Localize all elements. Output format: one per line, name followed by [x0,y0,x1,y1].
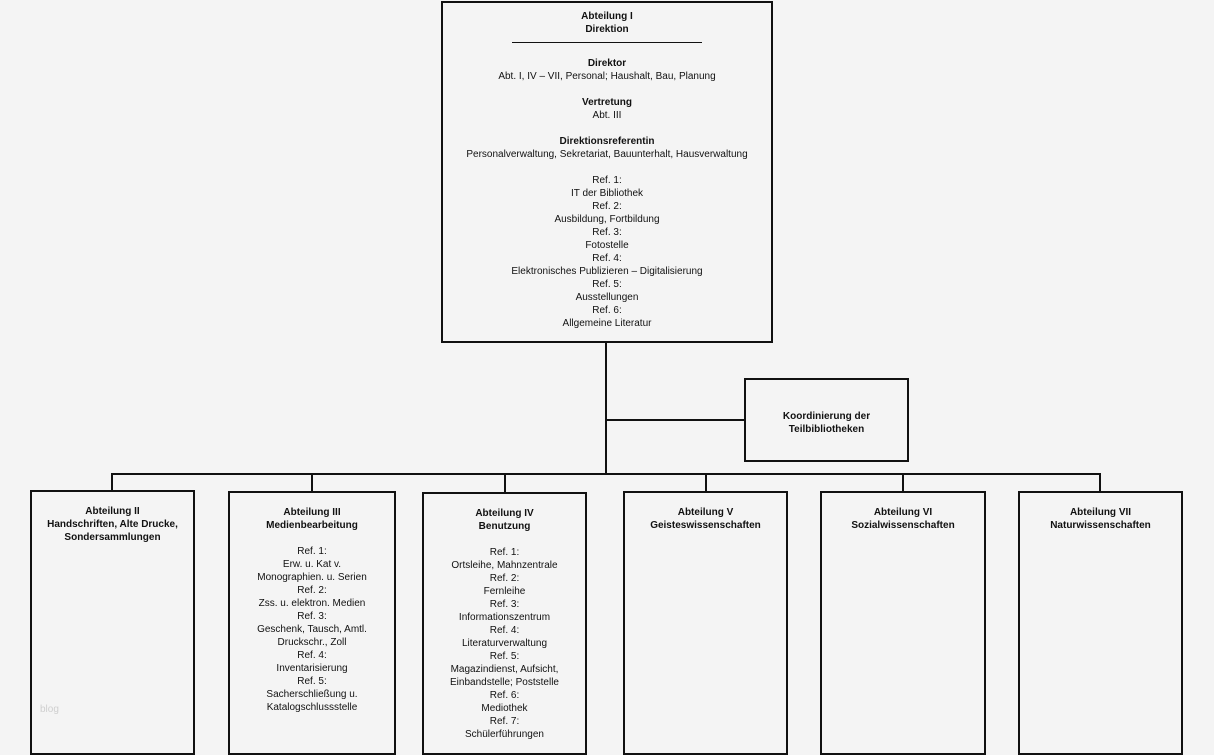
ref-line: Ausstellungen [575,292,639,303]
ref-line: Ref. 5: [592,279,622,290]
ref-line: Ref. 4: [489,625,520,636]
referentin-label: Direktionsreferentin [559,136,655,147]
ref-line: Ref. 3: [297,611,327,622]
abteilung-3-title: Abteilung III [283,507,341,518]
abteilung-2-subtitle: Handschriften, Alte Drucke, [47,519,178,530]
connector-drop-2 [111,473,113,491]
ref-line: Ref. 2: [297,585,327,596]
ref-line: Ref. 1: [297,546,327,557]
koordinierung-box: Koordinierung der Teilbibliotheken [744,378,909,462]
ref-line: Sacherschließung u. [266,689,358,700]
abteilung-5-subtitle: Geisteswissenschaften [650,520,761,531]
abteilung-7-subtitle: Naturwissenschaften [1050,520,1151,531]
abteilung-4-title: Abteilung IV [475,508,534,519]
ref-line: Mediothek [481,703,528,714]
referentin-text: Personalverwaltung, Sekretariat, Bauunte… [466,149,748,160]
ref-line: Ref. 1: [489,547,520,558]
abteilung-3-box: Abteilung III Medienbearbeitung Ref. 1: … [228,491,396,755]
abteilung-5-title: Abteilung V [677,507,734,518]
ref-line: Ref. 3: [592,227,622,238]
abteilung-3-subtitle: Medienbearbeitung [266,520,358,531]
ref-line: Fotostelle [585,240,629,251]
abteilung-2-title: Abteilung II [85,506,140,517]
watermark: blog [40,704,59,715]
ref-line: Druckschr., Zoll [277,637,347,648]
ref-line: Inventarisierung [276,663,348,674]
abteilung-7-title: Abteilung VII [1069,507,1132,518]
vertretung-label: Vertretung [581,97,632,108]
abteilung-6-subtitle: Sozialwissenschaften [851,520,955,531]
ref-line: Einbandstelle; Poststelle [450,677,559,688]
abteilung-1-title: Abteilung I [581,11,633,22]
vertretung-text: Abt. III [592,110,622,121]
connector-trunk [605,342,607,475]
ref-line: Zss. u. elektron. Medien [258,598,366,609]
ref-line: Erw. u. Kat v. [282,559,342,570]
abteilung-2-subtitle: Sondersammlungen [64,532,161,543]
koordinierung-line-2: Teilbibliotheken [788,424,865,435]
ref-line: Ref. 3: [489,599,520,610]
connector-drop-6 [902,473,904,492]
ref-line: Katalogschlussstelle [266,702,358,713]
abteilung-1-box: Abteilung I Direktion Direktor Abt. I, I… [441,1,773,343]
ref-line: Ref. 6: [592,305,622,316]
ref-line: Ausbildung, Fortbildung [554,214,660,225]
connector-drop-7 [1099,473,1101,492]
connector-bus [111,473,1101,475]
ref-line: Schülerführungen [465,729,544,740]
ref-line: Ortsleihe, Mahnzentrale [451,560,558,571]
ref-line: Ref. 4: [592,253,622,264]
connector-koordinierung [606,419,745,421]
abteilung-5-box: Abteilung V Geisteswissenschaften [623,491,788,755]
abteilung-6-box: Abteilung VI Sozialwissenschaften [820,491,986,755]
connector-drop-3 [311,473,313,492]
connector-drop-5 [705,473,707,492]
ref-line: Ref. 2: [489,573,520,584]
ref-line: Ref. 4: [297,650,327,661]
ref-line: Ref. 5: [489,651,520,662]
ref-line: Ref. 5: [297,676,327,687]
ref-line: Ref. 2: [592,201,622,212]
ref-line: Literaturverwaltung [461,638,548,649]
abteilung-4-box: Abteilung IV Benutzung Ref. 1: Ortsleihe… [422,492,587,755]
ref-line: Informationszentrum [458,612,551,623]
divider [512,42,702,43]
ref-line: Ref. 7: [489,716,520,727]
direktor-text: Abt. I, IV – VII, Personal; Haushalt, Ba… [498,71,716,82]
abteilung-1-subtitle: Direktion [585,24,629,35]
ref-line: Magazindienst, Aufsicht, [450,664,559,675]
abteilung-7-box: Abteilung VII Naturwissenschaften [1018,491,1183,755]
ref-line: Allgemeine Literatur [562,318,652,329]
koordinierung-line-1: Koordinierung der [782,411,871,422]
connector-drop-4 [504,473,506,493]
abteilung-2-box: Abteilung II Handschriften, Alte Drucke,… [30,490,195,755]
ref-line: Ref. 6: [489,690,520,701]
ref-line: Fernleihe [483,586,526,597]
abteilung-6-title: Abteilung VI [873,507,933,518]
direktor-label: Direktor [587,58,627,69]
ref-line: Geschenk, Tausch, Amtl. [257,624,367,635]
abteilung-4-subtitle: Benutzung [478,521,531,532]
ref-line: Monographien. u. Serien [257,572,367,583]
ref-line: IT der Bibliothek [570,188,644,199]
ref-line: Elektronisches Publizieren – Digitalisie… [511,266,703,277]
ref-line: Ref. 1: [592,175,622,186]
